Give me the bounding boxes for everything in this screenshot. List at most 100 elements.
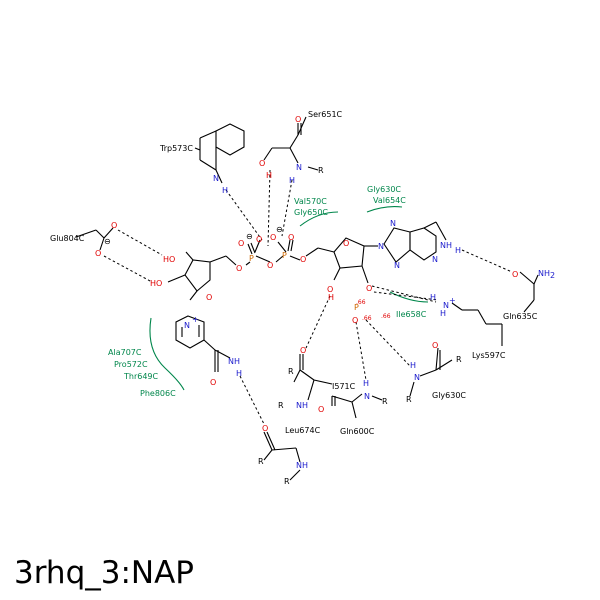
- distance-3: .66: [381, 313, 391, 320]
- label-ser651: Ser651C: [308, 110, 343, 119]
- amide-h: H: [236, 369, 242, 378]
- label-val570: Val570C: [294, 197, 327, 206]
- label-i571: I571C: [332, 382, 356, 391]
- label-gln635: Gln635C: [503, 312, 538, 321]
- i571-r2: R: [278, 401, 284, 410]
- adenine-nh: NH: [440, 241, 452, 250]
- nicotinamide-n: N: [184, 321, 190, 330]
- ser-o: O: [259, 159, 265, 168]
- i571-o: O: [300, 346, 306, 355]
- label-phe806: Phe806C: [140, 389, 176, 398]
- p1-minus: ⊖: [246, 232, 253, 241]
- distance-2: .66: [362, 315, 372, 322]
- ribose2-ring-o: O: [343, 239, 349, 248]
- label-gln600: Gln600C: [340, 427, 375, 436]
- ser-h: H: [266, 171, 272, 180]
- ser-n: N: [296, 163, 302, 172]
- bridge-o: O: [267, 261, 273, 270]
- label-leu674: Leu674C: [285, 426, 321, 435]
- p2-o5: O: [300, 255, 306, 264]
- gly630-r2: R: [406, 395, 412, 404]
- gln635-nh: NH: [538, 269, 550, 278]
- hbond-o-gln600: [355, 321, 367, 381]
- lys-h1: H: [430, 293, 436, 302]
- ribose2-o2: O: [366, 284, 372, 293]
- hbond-o3-lys: [373, 291, 439, 301]
- gly630-o: O: [432, 341, 438, 350]
- gly630-h: H: [410, 361, 416, 370]
- trp-n: N: [213, 174, 219, 183]
- adenine-n3: N: [394, 261, 400, 270]
- ser-co: O: [295, 115, 301, 124]
- phosphorus-2: P: [282, 251, 287, 260]
- adenine-n1: N: [432, 255, 438, 264]
- glu-o2: O: [95, 249, 101, 258]
- amide-nh: NH: [228, 357, 240, 366]
- ribose2-oh-h: H: [328, 293, 334, 302]
- label-glu804: Glu804C: [50, 234, 85, 243]
- leu674-o: O: [262, 424, 268, 433]
- ribose1-ho2: HO: [150, 279, 162, 288]
- p1-o-minus: O: [256, 235, 262, 244]
- hbond-amide-leu: [239, 375, 265, 425]
- hbond-oh-backbone: [305, 295, 331, 349]
- i571-nh: NH: [296, 401, 308, 410]
- label-gly630-bottom: Gly630C: [432, 391, 466, 400]
- ser-nh: H: [289, 176, 295, 185]
- adenine-n7: N: [390, 219, 396, 228]
- p2-minus: ⊖: [276, 225, 283, 234]
- arc-gly630-val654: [366, 206, 403, 213]
- label-trp573: Trp573C: [159, 144, 193, 153]
- ribose1-ho: HO: [163, 255, 175, 264]
- hydrophobic-arcs: [149, 206, 429, 391]
- hbond-trp-nh: [225, 189, 263, 241]
- hbond-glu-o1: [117, 229, 163, 256]
- hbond-o-gly630: [365, 319, 411, 367]
- gln600-o: O: [318, 405, 324, 414]
- adenine-h: H: [455, 246, 461, 255]
- label-gly650: Gly650C: [294, 208, 328, 217]
- gly630-n: N: [414, 373, 420, 382]
- gln600-h: H: [363, 379, 369, 388]
- hydrogen-bonds: [103, 169, 513, 425]
- lys-h2: H: [440, 309, 446, 318]
- gln600-n: N: [364, 392, 370, 401]
- adenine-n9: N: [378, 242, 384, 251]
- amide-o: O: [210, 378, 216, 387]
- ribose2-oh-o: O: [327, 285, 333, 294]
- arc-val570-gly650: [299, 211, 339, 227]
- glu-minus: ⊖: [104, 237, 111, 246]
- ribose1-ring-o: O: [206, 293, 212, 302]
- gln600-r: R: [382, 397, 388, 406]
- phosphorus-1: P: [249, 254, 254, 263]
- p1-o-double: O: [238, 239, 244, 248]
- lys-plus: +: [449, 296, 456, 305]
- leu674-r1: R: [258, 457, 264, 466]
- nicotinamide-plus: +: [192, 315, 199, 324]
- label-ile658: Ile658C: [396, 310, 427, 319]
- glu-o1: O: [111, 221, 117, 230]
- label-lys597: Lys597C: [472, 351, 506, 360]
- label-val654: Val654C: [373, 196, 406, 205]
- distance-1: .66: [356, 299, 366, 306]
- atom-labels: N H O H O N H R O O ⊖ HO HO O O N + O NH…: [95, 115, 555, 486]
- hbond-o2-lys: [371, 285, 437, 303]
- label-gly630-top: Gly630C: [367, 185, 401, 194]
- label-thr649: Thr649C: [123, 372, 159, 381]
- ribose1-o5: O: [236, 264, 242, 273]
- residue-labels: Ser651C Trp573C Glu804C Val570C Gly650C …: [50, 110, 538, 436]
- hbond-adenine-gln: [461, 249, 513, 273]
- ser-r: R: [318, 166, 324, 175]
- lys-n: N: [443, 301, 449, 310]
- label-pro572: Pro572C: [114, 360, 148, 369]
- p2-o-minus: O: [270, 233, 276, 242]
- bonds: [75, 116, 539, 481]
- diagram-title: 3rhq_3:NAP: [14, 555, 194, 591]
- leu674-r2: R: [284, 477, 290, 486]
- gln635-o: O: [512, 270, 518, 279]
- ribose2-po: O: [352, 316, 358, 325]
- trp-h: H: [222, 186, 228, 195]
- ribose2-p: P: [354, 303, 359, 312]
- leu674-nh: NH: [296, 461, 308, 470]
